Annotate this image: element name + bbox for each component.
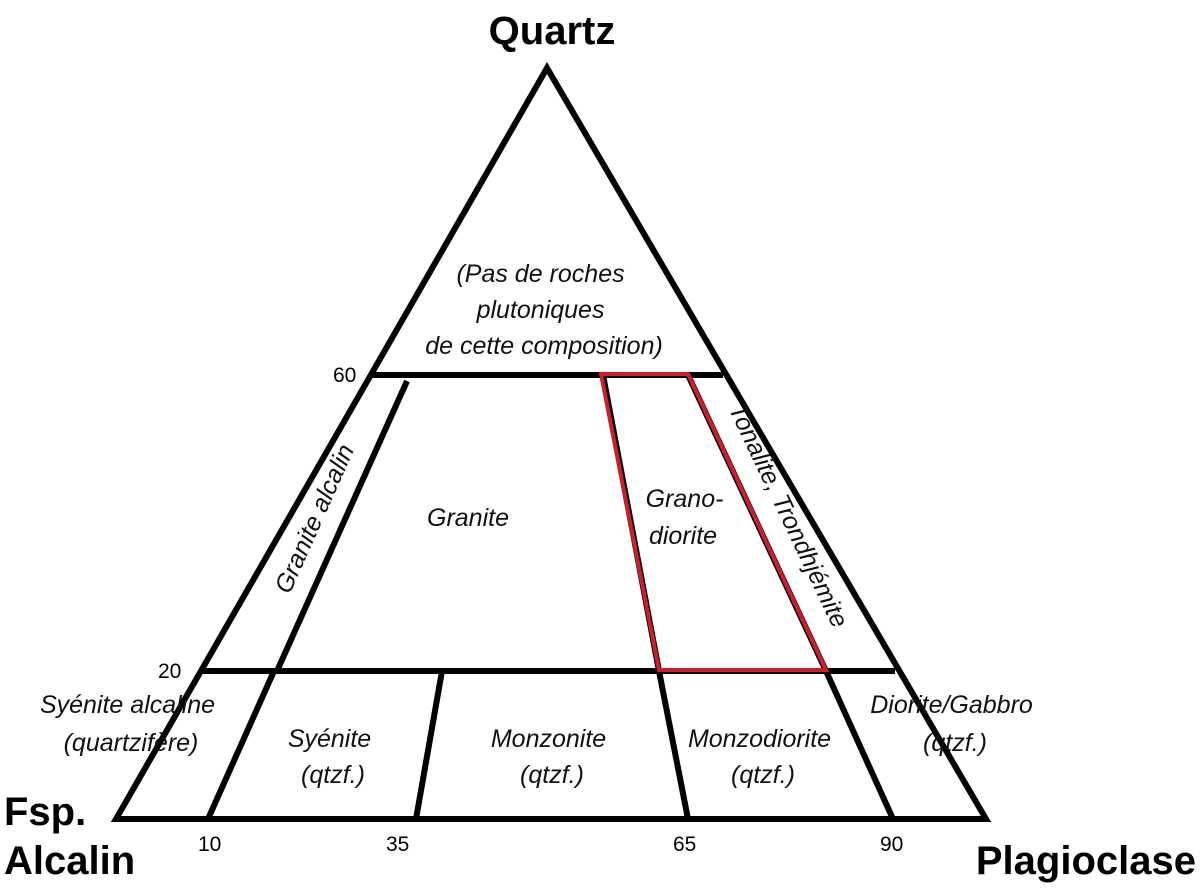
field-granodiorite: Grano- diorite [646,485,731,550]
field-diorite-line2: (qtzf.) [923,729,987,757]
field-syenite-line1: Syénite [288,725,371,753]
vertex-plagioclase: Plagioclase [976,839,1196,883]
tick-p90: 90 [880,833,903,856]
boundary-p10-upper [274,379,410,673]
vertex-alcalin-line2: Alcalin [4,839,135,883]
field-no-rocks-line1: (Pas de roches [456,260,624,288]
field-granite: Granite [427,504,509,532]
boundary-p90-lower [823,669,896,821]
field-no-rocks: (Pas de roches plutoniques de cette comp… [425,260,663,360]
vertex-quartz: Quartz [489,9,616,53]
field-diorite: Diorite/Gabbro (qtzf.) [870,691,1040,757]
tick-p35: 35 [386,833,409,856]
boundary-p10-lower [205,669,277,821]
vertex-fsp-line1: Fsp. [4,790,86,834]
boundary-p35-lower [413,670,445,820]
field-alkali-syenite: Syénite alcaline (quartzifère) [40,691,222,757]
field-monzodiorite-line1: Monzodiorite [688,725,831,753]
field-alkali-syenite-line1: Syénite alcaline [40,691,215,719]
field-monzodiorite: Monzodiorite (qtzf.) [688,725,838,789]
field-no-rocks-line3: de cette composition) [425,332,663,360]
field-monzonite: Monzonite (qtzf.) [491,725,613,789]
granodiorite-highlight [598,372,830,672]
triangle-outline [110,62,992,822]
field-diorite-line1: Diorite/Gabbro [870,691,1033,719]
field-syenite: Syénite (qtzf.) [288,725,378,789]
field-alkali-syenite-line2: (quartzifère) [64,729,199,757]
field-monzonite-line2: (qtzf.) [520,761,584,789]
field-monzonite-line1: Monzonite [491,725,606,753]
field-no-rocks-line2: plutoniques [476,296,605,324]
tick-p65: 65 [673,833,696,856]
field-granodiorite-line2: diorite [649,522,717,550]
tick-p10: 10 [198,833,221,856]
field-granodiorite-line1: Grano- [646,485,724,513]
field-syenite-line2: (qtzf.) [301,761,365,789]
tick-q20: 20 [158,660,181,683]
tick-q60: 60 [333,364,356,387]
boundary-p65-lower [656,670,691,820]
field-monzodiorite-line2: (qtzf.) [731,761,795,789]
